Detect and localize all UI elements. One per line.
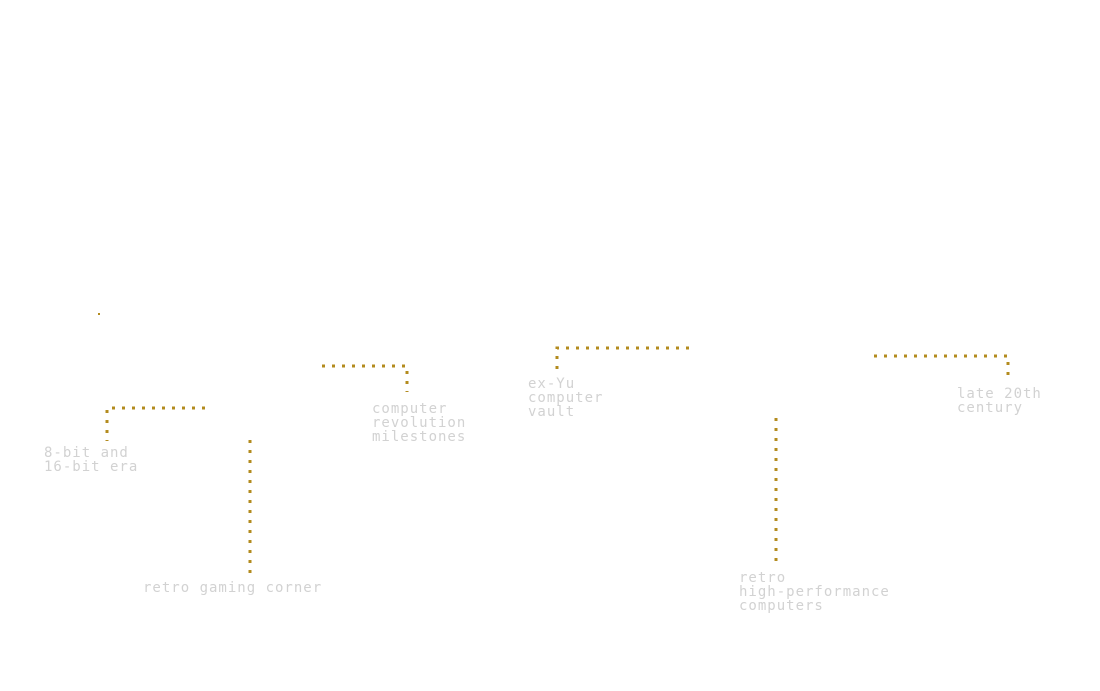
label-line: high-performance bbox=[739, 584, 890, 600]
label-computer-revolution-milestones: computer revolution milestones bbox=[372, 402, 466, 444]
label-line: late 20th bbox=[957, 386, 1042, 402]
label-line: retro bbox=[739, 570, 787, 586]
label-line: revolution bbox=[372, 415, 467, 431]
label-8-bit-and-16-bit-era: 8-bit and 16-bit era bbox=[44, 446, 138, 474]
label-late-20th-century: late 20th century bbox=[957, 387, 1042, 415]
label-line: century bbox=[957, 400, 1024, 416]
label-retro-gaming-corner: retro gaming corner bbox=[143, 581, 322, 595]
connector-8-bit-and-16-bit-era bbox=[105, 406, 205, 441]
label-retro-high-performance-computers: retro high-performance computers bbox=[739, 571, 890, 613]
label-line: vault bbox=[528, 404, 576, 420]
label-line: 16-bit era bbox=[44, 459, 139, 475]
label-line: 8-bit and bbox=[44, 445, 129, 461]
label-line: computer bbox=[528, 390, 604, 406]
label-ex-yu-computer-vault: ex-Yu computer vault bbox=[528, 377, 603, 419]
label-line: milestones bbox=[372, 429, 467, 445]
connector-computer-revolution-milestones bbox=[322, 364, 409, 392]
connector-late-20th-century bbox=[874, 354, 1010, 382]
label-line: computers bbox=[739, 598, 824, 614]
label-line: retro gaming corner bbox=[143, 580, 323, 596]
connector-ex-yu-computer-vault bbox=[555, 346, 689, 373]
label-line: ex-Yu bbox=[528, 376, 576, 392]
label-line: computer bbox=[372, 401, 448, 417]
